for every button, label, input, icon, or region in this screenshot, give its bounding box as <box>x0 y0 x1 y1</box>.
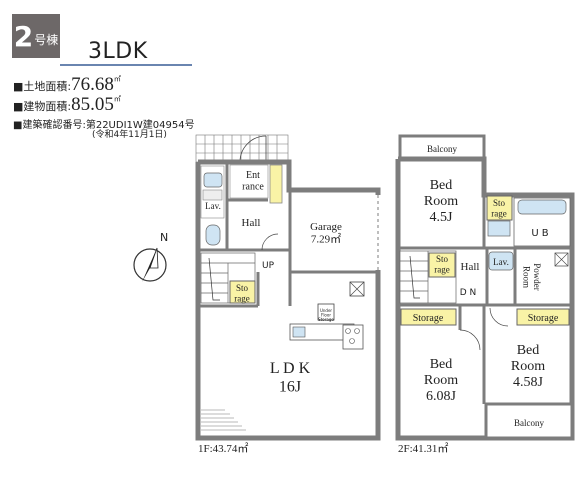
label-line: Floor <box>321 313 331 318</box>
label-line: 6.08J <box>426 389 457 404</box>
label-powder-room: PowderRoom <box>522 263 542 291</box>
compass: N <box>133 231 168 282</box>
building-suffix: 号棟 <box>34 32 59 47</box>
building-area-label: ■建物面積: <box>13 100 72 113</box>
label-line: Sto <box>436 254 449 264</box>
building-area-value: 85.05 <box>71 94 114 115</box>
label-line: 16J <box>279 378 301 395</box>
label-line: Garage <box>310 221 342 233</box>
label-floor2-lavatory: Lav. <box>493 257 509 267</box>
floor2-area-label: 2F:41.31㎡ <box>398 442 448 455</box>
label-line: Sto <box>493 198 506 208</box>
label-balcony-top: Balcony <box>427 144 457 154</box>
label-floor2-storage-right: Storage <box>528 313 559 324</box>
label-line: Under <box>320 308 332 313</box>
label-line: Bed <box>430 178 453 193</box>
label-line: rage <box>491 208 507 218</box>
label-line: Bed <box>517 343 540 358</box>
permit-number: ■建築確認番号:第22UDI1W建04954号 <box>13 116 195 131</box>
label-line: Powder <box>532 263 542 291</box>
label-line: rage <box>434 264 450 274</box>
label-floor1-up: UP <box>262 261 275 271</box>
land-area-label: ■土地面積: <box>13 80 72 93</box>
label-line: rage <box>234 293 250 303</box>
permit-number-value: 第22UDI1W建04954号 <box>85 120 195 131</box>
land-area-unit: ㎡ <box>113 75 121 83</box>
building-area: ■建物面積:85.05㎡ <box>13 94 121 116</box>
building-area-unit: ㎡ <box>113 95 121 103</box>
label-floor2-hall: Hall <box>461 261 480 273</box>
label-line: Room <box>424 373 458 388</box>
permit-date: (令和4年11月1日) <box>92 130 167 140</box>
layout-heading: 3LDK <box>60 40 192 66</box>
layout-type: 3LDK <box>88 39 148 64</box>
label-line: Storage <box>318 317 334 322</box>
compass-label: N <box>160 231 168 244</box>
label-line: Room <box>522 266 532 288</box>
label-line: rance <box>242 182 264 193</box>
label-line: 7.29㎡ <box>311 233 341 246</box>
label-floor1-hall: Hall <box>242 217 261 229</box>
permit-label: ■建築確認番号: <box>13 120 86 131</box>
label-floor2-storage-left: Storage <box>413 313 444 324</box>
label-line: 4.58J <box>513 375 544 390</box>
land-area-value: 76.68 <box>71 74 114 95</box>
label-ub: U B <box>531 228 548 239</box>
label-line: Bed <box>430 357 453 372</box>
label-line: 4.5J <box>430 210 454 225</box>
label-floor2-dn: D N <box>460 288 477 298</box>
label-balcony-bottom: Balcony <box>514 418 544 428</box>
building-number-badge: 2 号棟 <box>12 14 60 58</box>
label-line: Ent <box>246 170 260 181</box>
land-area: ■土地面積:76.68㎡ <box>13 74 121 96</box>
label-line: Sto <box>236 283 249 293</box>
label-floor1-lavatory: Lav. <box>205 201 221 211</box>
floor1-area-label: 1F:43.74㎡ <box>198 442 248 455</box>
label-line: L D K <box>270 360 311 377</box>
label-line: Room <box>511 359 545 374</box>
label-line: Room <box>424 194 458 209</box>
building-number: 2 <box>13 19 34 53</box>
